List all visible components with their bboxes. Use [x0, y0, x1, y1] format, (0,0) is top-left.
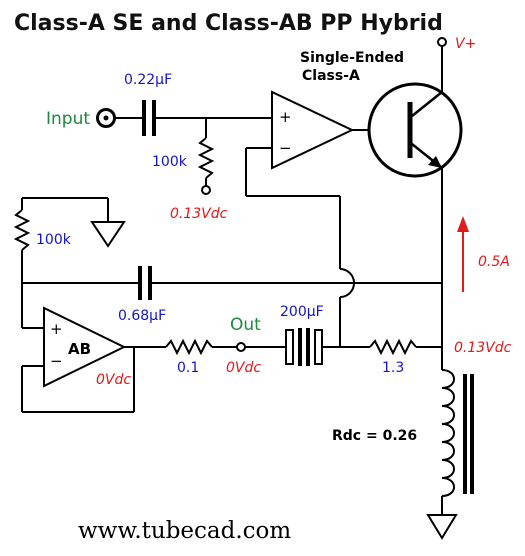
current-arrow: [457, 216, 469, 292]
class-ab-opamp-minus: −: [50, 352, 63, 370]
feedback-resistor: [13, 209, 31, 251]
current-value: 0.5A: [478, 254, 510, 270]
input-resistor-value: 100k: [152, 154, 188, 170]
series-resistor: [165, 338, 213, 356]
class-ab-opamp: [43, 306, 127, 388]
choke-inductor: [441, 369, 474, 497]
class-a-opamp-plus: +: [279, 108, 292, 126]
emitter-resistor-value: 1.3: [382, 360, 404, 376]
output-capacitor: [285, 328, 323, 366]
footer-url: www.tubecad.com: [78, 518, 291, 544]
output-ground: [426, 514, 458, 540]
output-label: Out: [230, 315, 261, 335]
class-ab-label: AB: [68, 340, 91, 358]
emitter-resistor: [369, 338, 417, 356]
input-capacitor-value: 0.22µF: [124, 72, 172, 88]
supply-node: [437, 37, 447, 47]
diagram-title: Class-A SE and Class-AB PP Hybrid: [14, 11, 443, 36]
input-bias-node: [201, 185, 211, 195]
input-bias-voltage: 0.13Vdc: [170, 206, 228, 222]
input-label: Input: [46, 109, 90, 129]
se-label-line1: Single-Ended: [300, 50, 404, 66]
feedback-ground: [90, 221, 126, 248]
emitter-voltage: 0.13Vdc: [454, 340, 512, 356]
se-label-line2: Class-A: [302, 68, 360, 84]
coupling-capacitor: [138, 266, 152, 300]
supply-label: V+: [455, 36, 476, 52]
class-a-opamp: [271, 90, 355, 170]
coupling-capacitor-value: 0.68µF: [118, 308, 166, 324]
output-node: [236, 342, 246, 352]
ab-output-voltage: 0Vdc: [96, 372, 131, 388]
input-resistor: [197, 137, 215, 179]
input-jack: [96, 108, 116, 128]
feedback-resistor-value: 100k: [36, 232, 72, 248]
choke-rdc: Rdc = 0.26: [332, 428, 417, 444]
class-a-opamp-minus: −: [279, 139, 292, 157]
series-resistor-value: 0.1: [177, 360, 199, 376]
output-capacitor-value: 200µF: [280, 304, 324, 320]
output-voltage: 0Vdc: [226, 360, 261, 376]
class-ab-opamp-plus: +: [50, 320, 63, 338]
input-capacitor: [142, 100, 156, 136]
class-a-transistor: [367, 82, 463, 178]
